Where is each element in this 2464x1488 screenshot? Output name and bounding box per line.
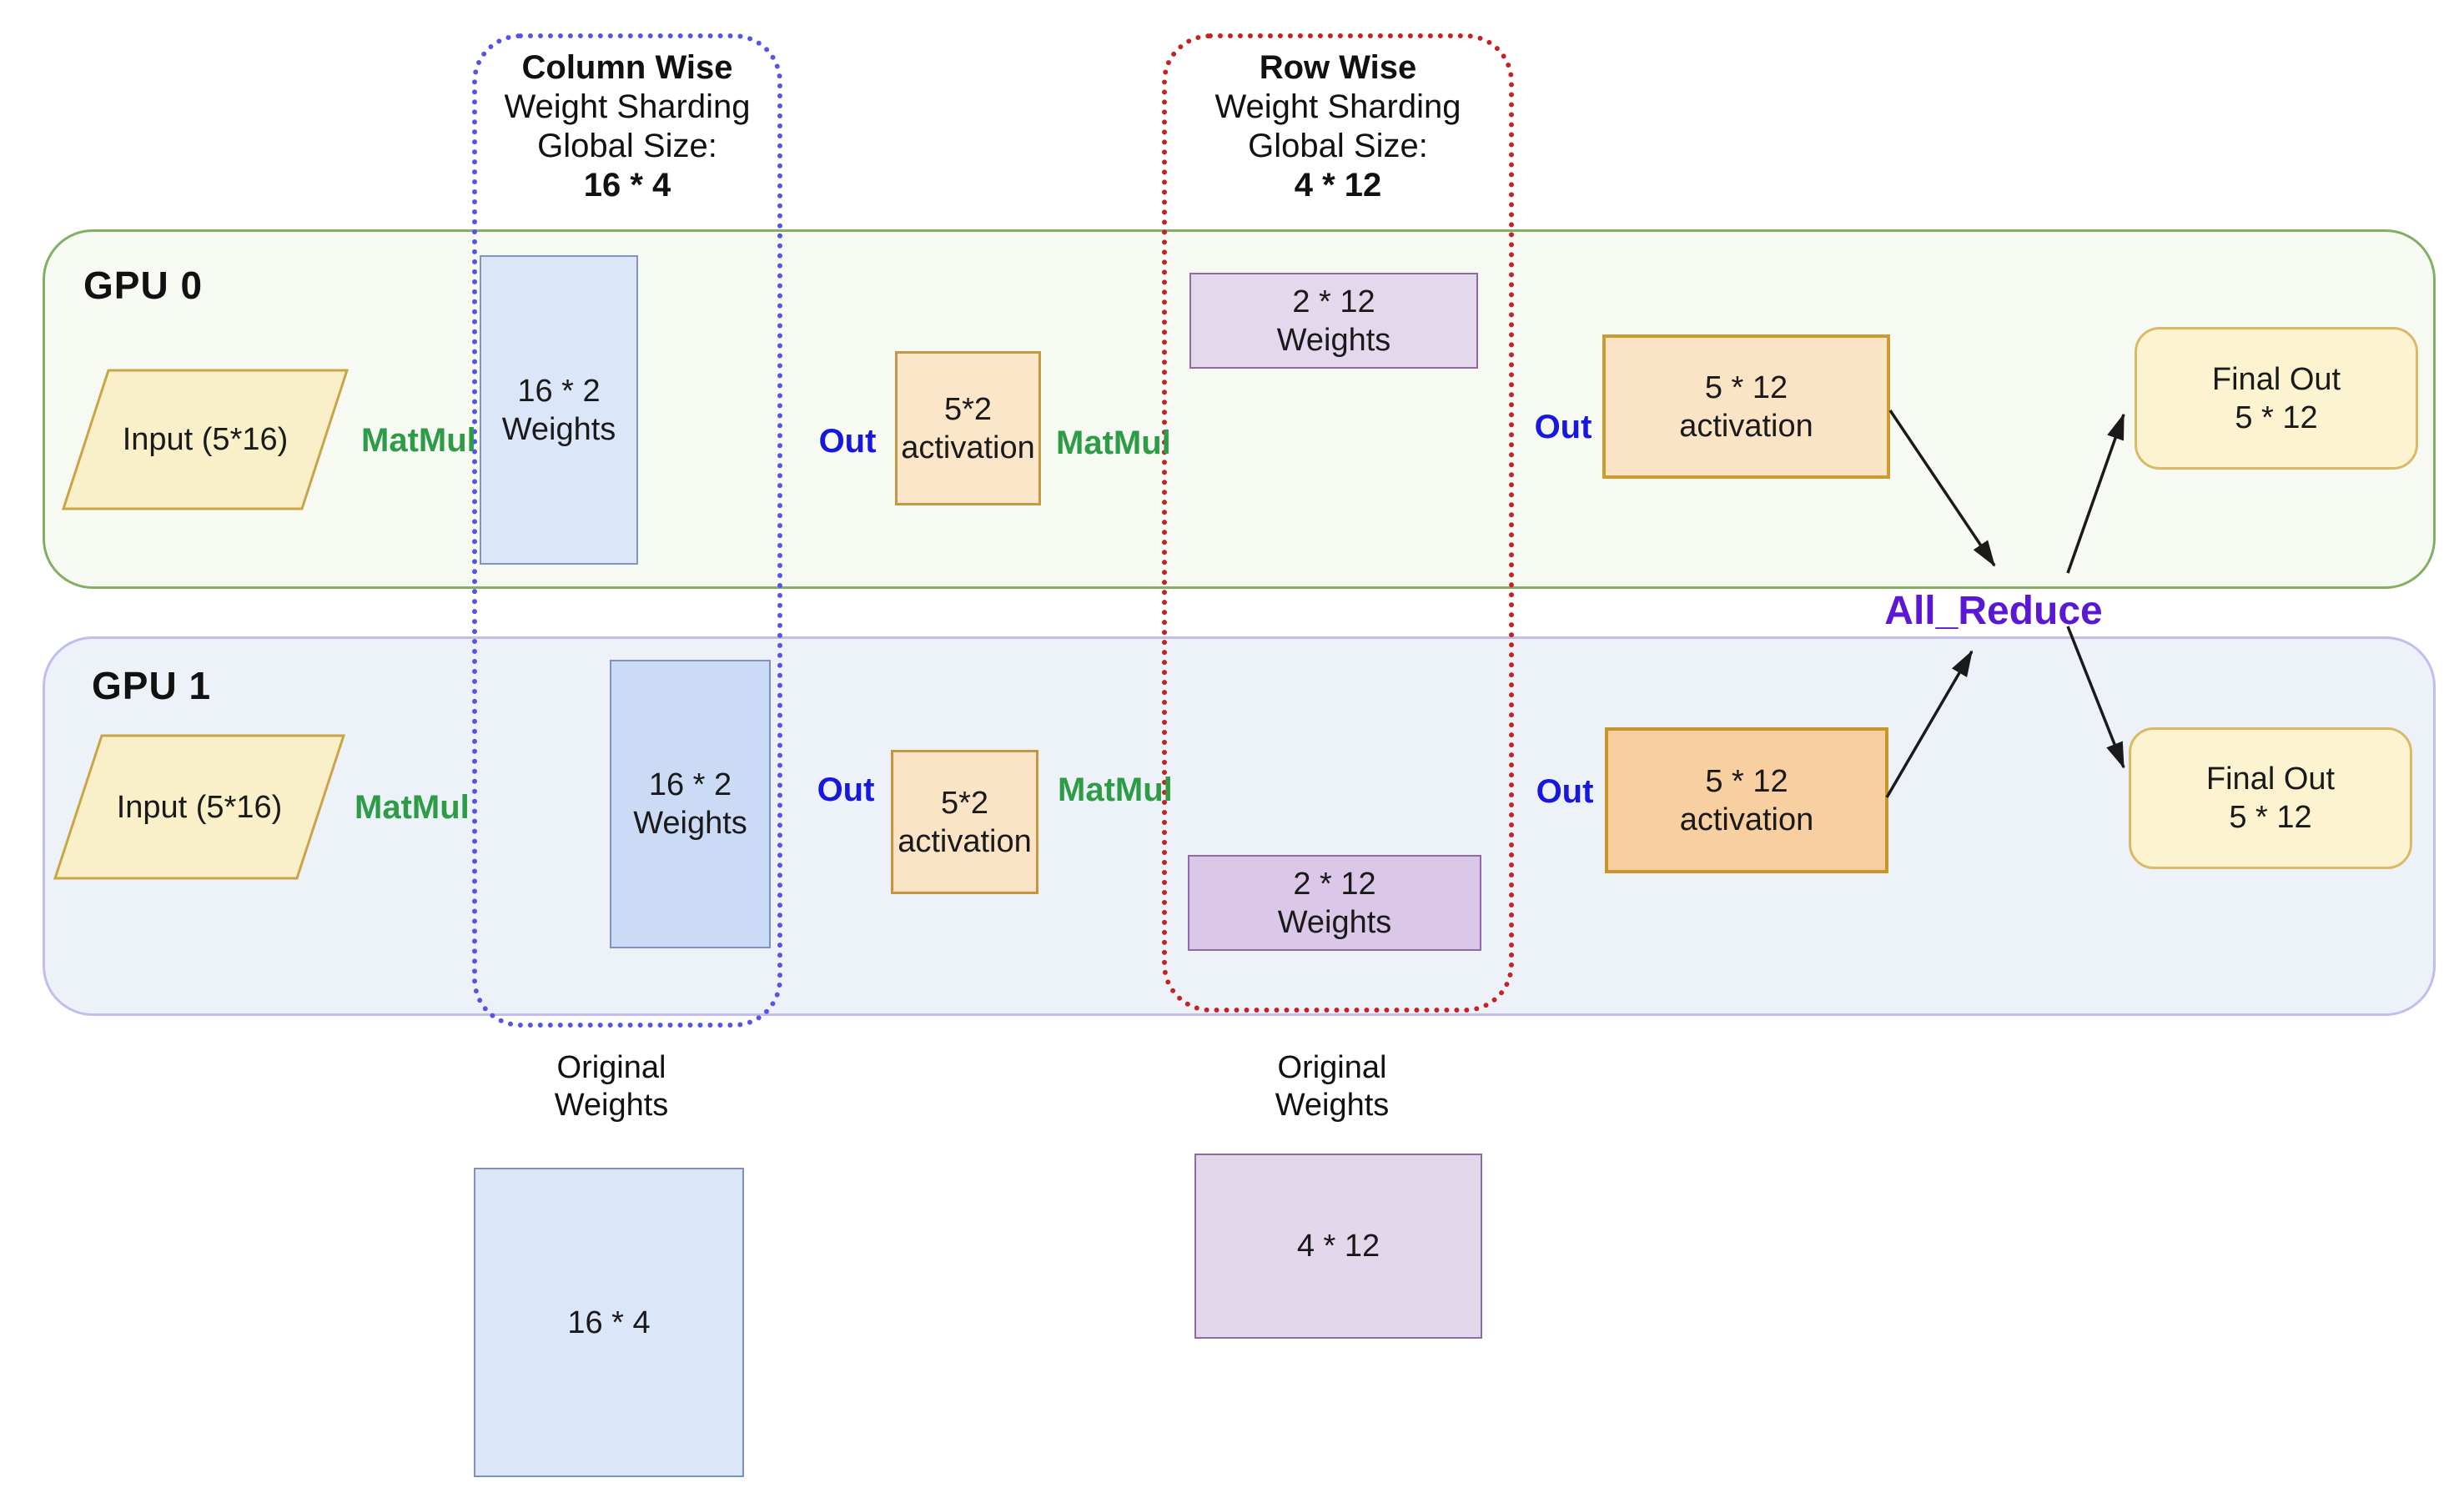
gpu0-label: GPU 0 [83,264,204,307]
row-wise-subtitle: Weight Sharding [1214,88,1461,125]
gpu0-weights1-line1: 16 * 2 [517,373,601,409]
gpu1-final-out-line1: Final Out [2205,762,2336,797]
gpu0-weights2-box: 2 * 12 Weights [1189,273,1478,369]
gpu0-out1-label: Out [818,423,877,460]
gpu0-activation1-line1: 5*2 [943,391,993,427]
column-original-line1: Original [556,1050,666,1085]
gpu1-weights2-box: 2 * 12 Weights [1188,855,1481,951]
row-wise-header: Row Wise Weight Sharding Global Size: 4 … [1196,48,1480,205]
column-wise-global-size: 16 * 4 [583,167,671,204]
row-wise-sharding-region [1162,33,1514,1013]
gpu1-activation2-box: 5 * 12 activation [1605,727,1888,873]
gpu1-out1-label: Out [817,772,875,808]
gpu1-final-out-box: Final Out 5 * 12 [2129,727,2412,869]
gpu0-final-out-box: Final Out 5 * 12 [2135,327,2418,470]
gpu0-activation2-line1: 5 * 12 [1704,369,1788,405]
column-wise-subtitle: Weight Sharding [504,88,751,125]
column-wise-header: Column Wise Weight Sharding Global Size:… [485,48,769,205]
gpu0-matmul2-label: MatMul [1056,425,1171,461]
gpu0-final-out-line2: 5 * 12 [2235,400,2318,435]
column-wise-global-label: Global Size: [537,128,717,164]
row-original-weights-box: 4 * 12 [1194,1154,1482,1339]
gpu1-out2-label: Out [1536,773,1594,810]
column-original-line2: Weights [554,1088,669,1123]
parallelogram-shape [62,369,349,510]
row-original-weights-label: Original Weights [1249,1049,1416,1124]
gpu1-activation2-line2: activation [1679,802,1814,837]
column-original-weights-label: Original Weights [528,1049,695,1124]
gpu0-activation2-line2: activation [1679,408,1813,444]
gpu0-weights2-line1: 2 * 12 [1292,284,1375,319]
gpu1-matmul1-label: MatMul [355,789,470,826]
gpu1-weights1-box: 16 * 2 Weights [610,660,771,948]
row-original-size: 4 * 12 [1296,1229,1380,1264]
gpu1-input-parallelogram: Input (5*16) [53,734,345,880]
parallelogram-shape [53,734,345,880]
column-wise-sharding-region [472,33,782,1028]
gpu0-input-parallelogram: Input (5*16) [62,369,349,510]
gpu1-container [43,636,2436,1016]
gpu0-weights1-box: 16 * 2 Weights [480,255,638,565]
row-wise-global-label: Global Size: [1248,128,1428,164]
gpu1-activation1-box: 5*2 activation [891,750,1038,894]
column-wise-title: Column Wise [521,49,733,86]
column-original-size: 16 * 4 [567,1305,651,1340]
gpu0-out2-label: Out [1534,409,1592,445]
gpu1-activation2-line1: 5 * 12 [1705,763,1788,799]
gpu0-input-label: Input (5*16) [122,422,289,457]
gpu1-label: GPU 1 [92,664,212,707]
gpu1-weights1-line2: Weights [633,806,747,841]
gpu1-weights2-line2: Weights [1277,904,1392,940]
gpu0-activation1-line2: activation [901,430,1035,465]
gpu1-input-label: Input (5*16) [116,789,283,825]
gpu1-activation1-line2: activation [898,823,1032,859]
row-original-line1: Original [1277,1050,1387,1085]
gpu0-activation1-box: 5*2 activation [895,351,1041,505]
gpu0-weights1-line2: Weights [501,411,616,447]
all-reduce-label: All_Reduce [1884,589,2103,633]
gpu1-final-out-line2: 5 * 12 [2229,800,2312,835]
gpu1-matmul2-label: MatMul [1058,772,1173,808]
gpu0-final-out-line1: Final Out [2211,361,2341,397]
row-original-line2: Weights [1275,1088,1390,1123]
gpu0-activation2-box: 5 * 12 activation [1602,334,1890,479]
row-wise-title: Row Wise [1259,49,1417,86]
row-wise-global-size: 4 * 12 [1294,167,1382,204]
gpu1-activation1-line1: 5*2 [940,785,989,821]
gpu1-weights2-line1: 2 * 12 [1293,866,1376,902]
gpu0-weights2-line2: Weights [1276,322,1391,358]
gpu1-weights1-line1: 16 * 2 [648,767,732,802]
gpu0-matmul1-label: MatMul [361,422,476,459]
column-original-weights-box: 16 * 4 [474,1168,744,1477]
